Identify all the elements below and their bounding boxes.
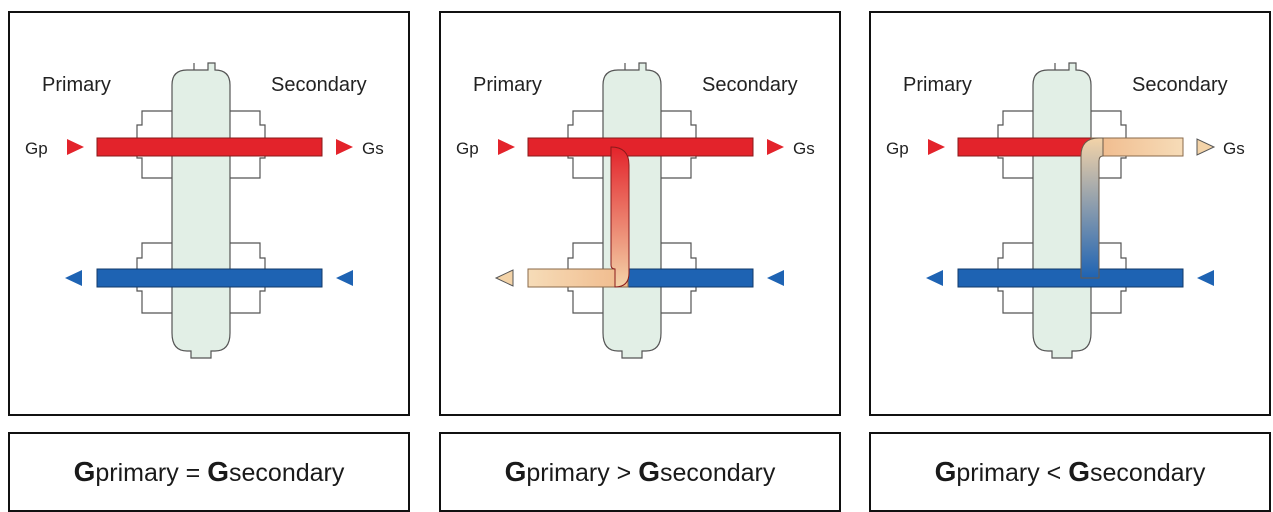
primary-label: Primary [903, 74, 972, 96]
caption-box-greater: Gprimary > Gsecondary [439, 432, 841, 512]
cold-inlet-arrow-icon [336, 270, 353, 286]
caption-primary-word: primary [526, 459, 610, 487]
gs-arrow-icon [336, 139, 353, 155]
secondary-label: Secondary [702, 74, 798, 96]
secondary-label: Secondary [1132, 74, 1228, 96]
caption-box-equal: Gprimary = Gsecondary [8, 432, 410, 512]
gp-arrow-icon [498, 139, 515, 155]
caption-secondary-word: secondary [229, 459, 345, 487]
diagram-panel-less: Primary Secondary Gp Gs [869, 11, 1271, 416]
caption-box-less: Gprimary < Gsecondary [869, 432, 1271, 512]
hot-pipe [527, 137, 754, 157]
caption-g-primary: G [934, 456, 957, 487]
caption-g-secondary: G [207, 456, 230, 487]
caption-primary-word: primary [956, 459, 1040, 487]
cold-return-arrow-icon [65, 270, 82, 286]
gs-label: Gs [793, 139, 815, 158]
caption-operator: = [178, 459, 208, 487]
cold-pipe [96, 268, 323, 288]
separator-diagram-less: Primary Secondary Gp Gs [886, 62, 1245, 359]
caption-operator: < [1039, 459, 1069, 487]
separator-body [171, 62, 231, 359]
bypass-flow [1080, 137, 1104, 279]
cold-return-arrow-icon [926, 270, 943, 286]
gp-label: Gp [886, 139, 909, 158]
caption-equal: Gprimary = Gsecondary [10, 456, 408, 488]
gs-arrow-icon [767, 139, 784, 155]
mixed-supply-arrow-icon [1196, 138, 1216, 156]
mixed-supply-pipe [1090, 137, 1184, 157]
mixed-return-pipe [527, 268, 629, 288]
cold-inlet-arrow-icon [1197, 270, 1214, 286]
diagram-panel-equal: Primary Secondary Gp Gs [8, 11, 410, 416]
caption-secondary-word: secondary [1090, 459, 1206, 487]
caption-greater: Gprimary > Gsecondary [441, 456, 839, 488]
caption-primary-word: primary [95, 459, 179, 487]
gs-label: Gs [362, 139, 384, 158]
hot-pipe [96, 137, 323, 157]
cold-inlet-arrow-icon [767, 270, 784, 286]
gp-label: Gp [25, 139, 48, 158]
bypass-flow [610, 146, 630, 288]
caption-g-secondary: G [1068, 456, 1091, 487]
cold-pipe [957, 268, 1184, 288]
caption-g-secondary: G [638, 456, 661, 487]
cold-pipe [610, 268, 754, 288]
caption-secondary-word: secondary [660, 459, 776, 487]
diagram-panel-greater: Primary Secondary Gp Gs [439, 11, 841, 416]
separator-diagram-equal: Primary Secondary Gp Gs [25, 62, 384, 359]
caption-less: Gprimary < Gsecondary [871, 456, 1269, 488]
gp-label: Gp [456, 139, 479, 158]
secondary-label: Secondary [271, 74, 367, 96]
primary-label: Primary [473, 74, 542, 96]
separator-diagram-greater: Primary Secondary Gp Gs [456, 62, 815, 359]
gp-arrow-icon [67, 139, 84, 155]
caption-g-primary: G [73, 456, 96, 487]
hot-pipe [957, 137, 1099, 157]
gp-arrow-icon [928, 139, 945, 155]
gs-label: Gs [1223, 139, 1245, 158]
primary-label: Primary [42, 74, 111, 96]
mixed-return-arrow-icon [494, 269, 514, 287]
caption-g-primary: G [504, 456, 527, 487]
caption-operator: > [609, 459, 639, 487]
